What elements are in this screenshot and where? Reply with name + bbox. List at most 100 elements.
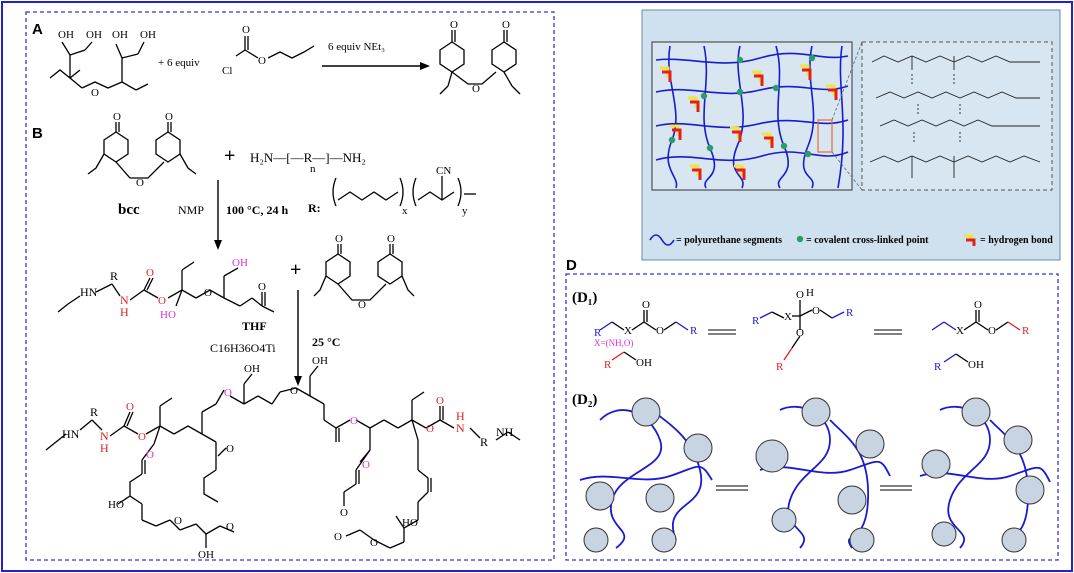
zoom-region-marker xyxy=(817,119,833,153)
reagent-equiv-text: + 6 equiv xyxy=(158,57,200,69)
d1-right-r-2: R xyxy=(934,361,942,373)
d2-right-network xyxy=(919,397,1051,553)
panel-c: = polyurethane segments = covalent cross… xyxy=(641,9,1061,261)
tetraol-oh-3: OH xyxy=(112,29,128,41)
panel-d-dashed-frame xyxy=(565,273,1059,561)
d1-right-o: O xyxy=(988,325,996,337)
plus-b-2: + xyxy=(290,259,301,281)
product-a-o-3: O xyxy=(472,83,480,95)
product-o-ketone: O xyxy=(226,443,234,455)
product-o-bottom-left-2: O xyxy=(226,521,234,533)
product-oh-bottom: OH xyxy=(198,549,214,561)
d1-left-o-top: O xyxy=(642,299,650,311)
d2-middle-network xyxy=(755,397,891,553)
d1-left-r-3: R xyxy=(604,359,612,371)
product-oh-top-2: OH xyxy=(312,355,328,367)
hbond-detail-box xyxy=(861,41,1053,191)
d1-mid-o-bottom: O xyxy=(796,327,804,339)
plus-b-1: + xyxy=(224,145,235,167)
product-h-left: H xyxy=(100,441,109,455)
crosslink-points xyxy=(668,54,816,158)
product-o-right-carbonyl: O xyxy=(436,395,444,407)
product-r-left: R xyxy=(90,405,98,419)
product-ho-left: HO xyxy=(108,499,124,511)
tetraol-oh-1: OH xyxy=(58,29,74,41)
product-o-bottom-right-2: O xyxy=(334,531,342,543)
bis-cyclic-carbonate-a xyxy=(439,30,521,95)
panel-d1: R X O O R X=(NH,O) R OH R X O H O R O xyxy=(594,287,1030,373)
d1-right-r-1: R xyxy=(1022,325,1030,337)
bcc-o-1: O xyxy=(113,111,121,123)
zoom-line-top xyxy=(831,41,863,121)
panel-ab-dashed-frame xyxy=(25,11,555,561)
d1-middle-structure xyxy=(759,300,845,361)
product-a-o-2: O xyxy=(502,19,510,31)
legend-hbond-text: = hydrogen bond xyxy=(980,235,1053,246)
hbond-detail-structure xyxy=(869,55,1041,178)
r-cn: CN xyxy=(436,165,451,177)
r-definition-label: R: xyxy=(308,201,321,215)
chloroformate-structure xyxy=(235,36,315,59)
d1-left-o: O xyxy=(656,325,664,337)
d1-left-x: X xyxy=(624,325,632,337)
intermediate-n: N xyxy=(120,293,129,307)
reaction-b: O O O bcc + H₂N—[—R—]—NH₂ n NMP 100 °C, … xyxy=(45,111,521,561)
legend-segments-text: = polyurethane segments xyxy=(676,235,782,246)
d1-right-x: X xyxy=(956,325,964,337)
legend-hbond-icon-red xyxy=(966,238,976,246)
d2-left-network xyxy=(579,397,713,553)
d1-mid-r-3: R xyxy=(776,361,784,373)
product-r-right: R xyxy=(480,435,488,449)
intermediate-oh: OH xyxy=(232,257,248,269)
intermediate-r: R xyxy=(110,269,118,283)
product-o-right-ester: O xyxy=(426,423,434,435)
d2-arrow-2 xyxy=(880,485,912,491)
zoom-line-bottom xyxy=(831,151,863,191)
panel-d-label: D xyxy=(566,257,577,274)
product-o-bottom-left: O xyxy=(174,515,182,527)
product-hn-left: HN xyxy=(62,427,80,441)
condition-25c: 25 °C xyxy=(312,335,340,349)
d1-mid-r-2: R xyxy=(846,307,854,319)
tetraol-oh-4: OH xyxy=(140,29,156,41)
product-o-center-mag: O xyxy=(224,387,232,399)
reaction-a-arrowhead xyxy=(420,62,430,70)
bcc2-o-2: O xyxy=(387,233,395,245)
d1-left-r-1: R xyxy=(594,327,602,339)
product-oh-top-1: OH xyxy=(244,363,260,375)
legend-crosslink-icon xyxy=(796,235,804,243)
diamine-formula: H₂N—[—R—]—NH₂ xyxy=(250,150,366,165)
d1-mid-o-top: O xyxy=(796,289,804,301)
chloroformate-cl: Cl xyxy=(222,65,232,77)
solvent-thf: THF xyxy=(242,319,267,333)
d1-arrow-1 xyxy=(708,329,736,335)
product-o-right-ketone: O xyxy=(340,507,348,519)
product-o-left-carbonyl: O xyxy=(126,401,134,413)
product-o-right-mag-2: O xyxy=(362,459,370,471)
panel-d2-label: (D₂) xyxy=(572,392,597,408)
d1-right-structure xyxy=(931,310,1021,363)
panel-b-label: B xyxy=(32,125,43,142)
legend-crosslink-text: = covalent cross-linked point xyxy=(806,235,929,246)
chloroformate-o: O xyxy=(258,55,266,67)
d1-mid-o-right: O xyxy=(812,305,820,317)
final-product-structure xyxy=(45,365,521,549)
intermediate-h: H xyxy=(120,305,129,319)
intermediate-o-ether: O xyxy=(204,287,212,299)
bcc2-o-3: O xyxy=(358,299,366,311)
product-nh-right: NH xyxy=(496,425,514,439)
d1-left-oh: OH xyxy=(636,357,652,369)
network-box xyxy=(651,41,853,191)
intermediate-o-acyl: O xyxy=(258,281,266,293)
diamine-n: n xyxy=(310,163,316,175)
tetraol-o: O xyxy=(91,87,99,99)
reaction-a: OH OH OH OH O + 6 equiv O Cl O 6 equiv N… xyxy=(49,19,521,99)
product-a-o-1: O xyxy=(450,19,458,31)
r-definition-structure xyxy=(332,176,476,207)
reaction-a-condition: 6 equiv NEt₃ xyxy=(328,41,385,53)
d1-left-r-2: R xyxy=(690,325,698,337)
d1-right-o-top: O xyxy=(974,299,982,311)
d1-mid-x: X xyxy=(784,311,792,323)
